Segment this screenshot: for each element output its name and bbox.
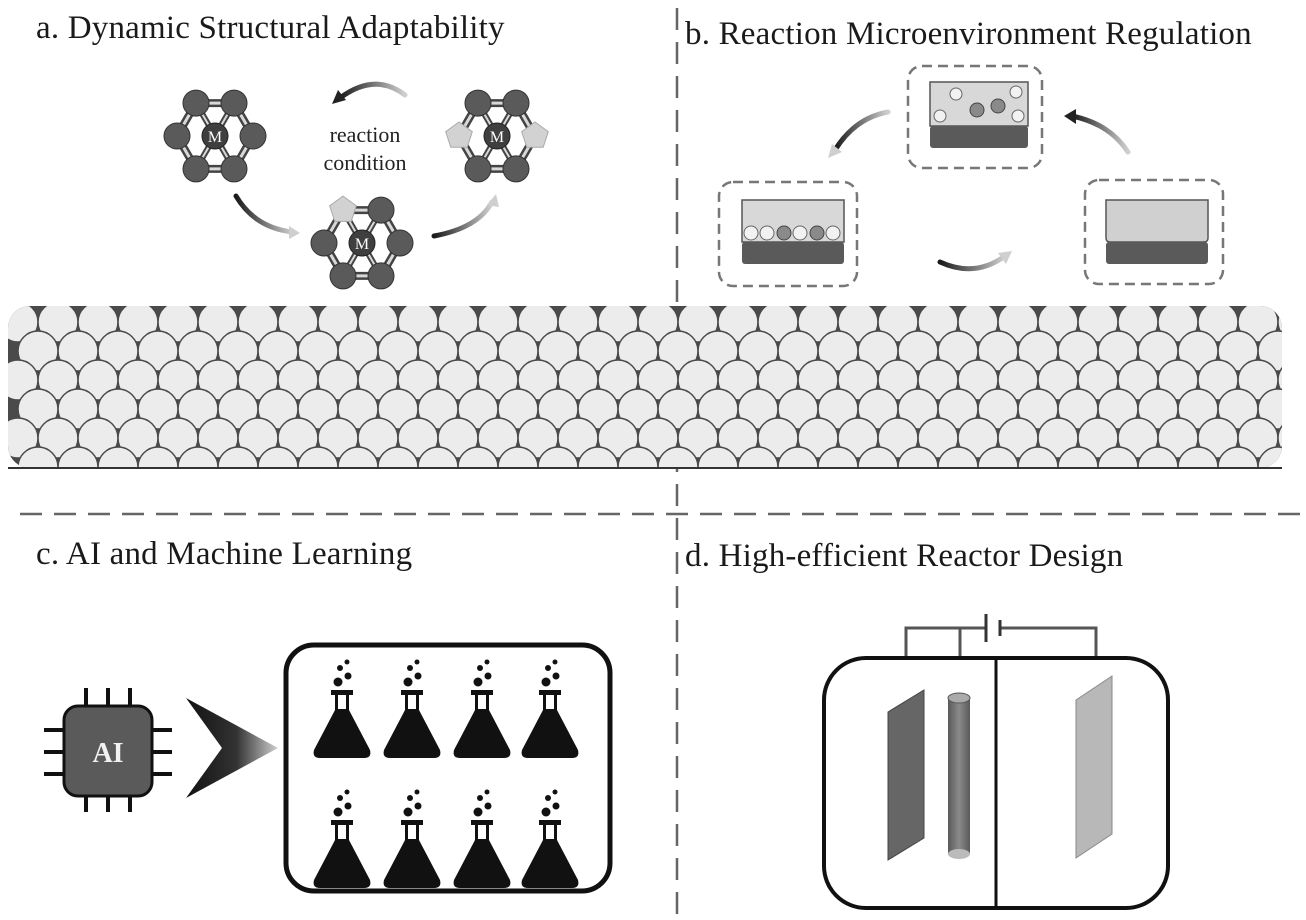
flask-icon	[521, 659, 579, 758]
curved-arrow-icon	[337, 81, 408, 101]
hexagon-molecule-icon: M	[445, 89, 549, 183]
arrow-icon	[186, 698, 278, 798]
electrode-rod	[948, 698, 970, 854]
curved-arrow-icon	[233, 193, 296, 235]
curved-arrow-icon	[1069, 113, 1131, 155]
flask-icon	[313, 659, 371, 758]
electrode-plate	[887, 689, 925, 861]
catalyst-cell-icon	[906, 64, 1044, 170]
hexagon-molecule-icon: M	[310, 195, 414, 290]
flask-icon	[521, 789, 579, 888]
ai-chip-icon: AI	[44, 688, 172, 812]
condition-label: condition	[323, 150, 406, 175]
flask-icon	[453, 789, 511, 888]
svg-text:M: M	[490, 129, 504, 146]
flask-icon	[313, 789, 371, 888]
reaction-label: reaction	[330, 122, 401, 147]
svg-text:M: M	[355, 236, 369, 253]
catalyst-cell-icon	[1083, 178, 1225, 286]
electrochemical-cell-icon	[822, 614, 1170, 910]
flask-panel	[283, 642, 613, 894]
panel-c-diagram: AI	[44, 642, 613, 894]
panel-b-diagram	[717, 64, 1225, 288]
curved-arrow-icon	[937, 253, 1008, 272]
panel-a-title: a. Dynamic Structural Adaptability	[36, 10, 505, 46]
svg-text:M: M	[208, 129, 222, 146]
flask-icon	[383, 789, 441, 888]
electrode-plate	[1075, 675, 1113, 859]
panel-c-title: c. AI and Machine Learning	[36, 536, 413, 572]
catalyst-cell-icon	[717, 180, 859, 288]
flask-icon	[453, 659, 511, 758]
hexagon-molecule-icon: M	[163, 89, 267, 183]
sphere-bed	[8, 306, 1282, 469]
curved-arrow-icon	[431, 199, 495, 239]
ai-chip-label: AI	[92, 738, 123, 769]
panel-a-diagram: M M M reaction condition	[163, 81, 549, 290]
panel-d-title: d. High-efficient Reactor Design	[685, 538, 1124, 574]
panel-b-title: b. Reaction Microenvironment Regulation	[685, 16, 1252, 52]
curved-arrow-icon	[832, 109, 891, 153]
flask-icon	[383, 659, 441, 758]
